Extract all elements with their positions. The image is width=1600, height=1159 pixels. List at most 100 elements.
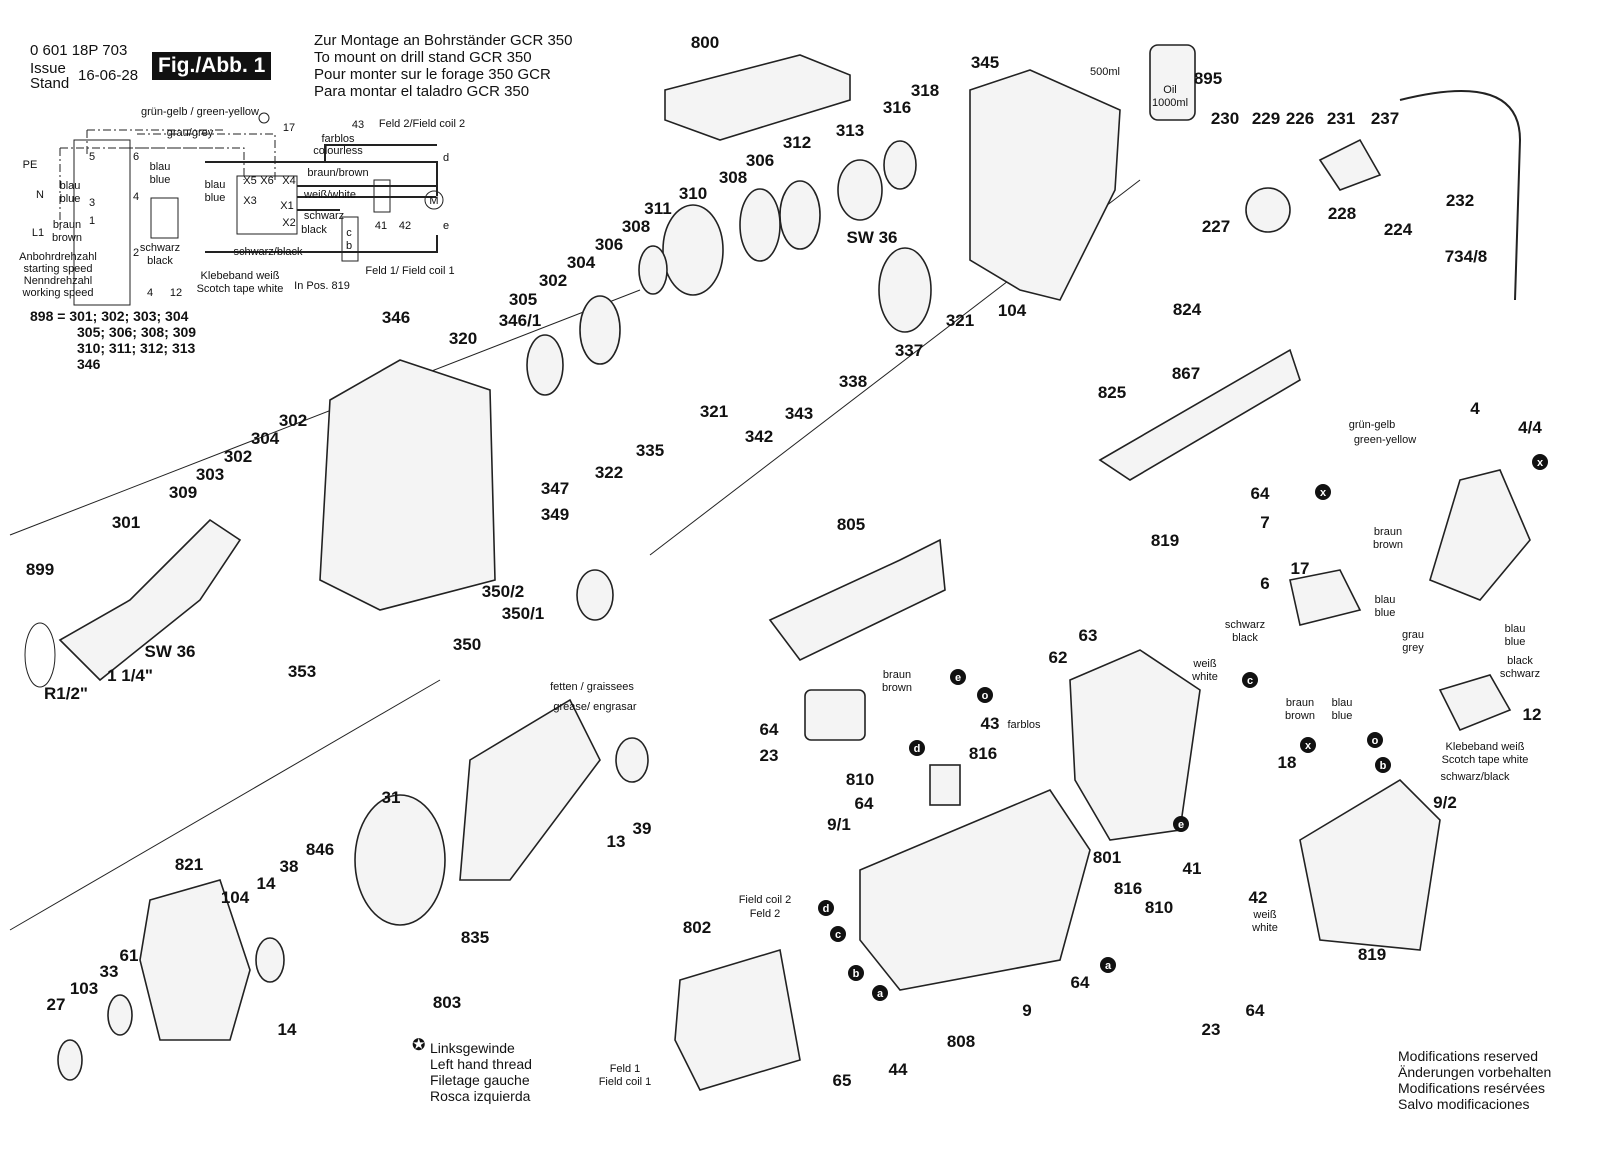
part-number-label: 846 xyxy=(306,840,334,859)
part-number-label: 302 xyxy=(224,447,252,466)
part-number-label: SW 36 xyxy=(846,228,897,247)
part-number-label: 803 xyxy=(433,993,461,1012)
part-number-label: 31 xyxy=(382,788,401,807)
mount-note: Zur Montage an Bohrständer GCR 350 To mo… xyxy=(314,32,572,100)
wiring-label: blue xyxy=(205,192,226,204)
wiring-label: e xyxy=(443,220,449,232)
connector-marker-icon xyxy=(830,926,846,942)
part-number-label: 899 xyxy=(26,560,54,579)
modifications-line: Änderungen vorbehalten xyxy=(1398,1064,1552,1080)
part-number-label: 350/2 xyxy=(482,582,525,601)
connector-marker-icon xyxy=(909,740,925,756)
part-number-label: 6 xyxy=(1260,574,1269,593)
part-number-label: 7 xyxy=(1260,513,1269,532)
annotation-label: weiß xyxy=(1192,658,1217,670)
part-number-label: 321 xyxy=(946,311,974,330)
annotation-label: white xyxy=(1191,671,1218,683)
annotation-label: blau xyxy=(1375,594,1396,606)
part-number-label: 62 xyxy=(1049,648,1068,667)
mount-line: Para montar el taladro GCR 350 xyxy=(314,83,530,100)
annotation-label: grey xyxy=(1402,642,1424,654)
connector-marker-letter: x xyxy=(1305,740,1312,752)
connector-marker-icon xyxy=(977,687,993,703)
part-number-label: 802 xyxy=(683,918,711,937)
annotation-label: blue xyxy=(1332,710,1353,722)
modifications-line: Modifications resérvées xyxy=(1398,1080,1546,1096)
part-number-label: 39 xyxy=(633,819,652,838)
annotation-label: farblos xyxy=(1007,719,1041,731)
part-number-label: 103 xyxy=(70,979,98,998)
annotation-label: Field coil 1 xyxy=(599,1076,652,1088)
annotation-label: brown xyxy=(882,682,912,694)
part-number-label: 14 xyxy=(278,1020,297,1039)
part-number-label: 230 xyxy=(1211,109,1239,128)
wiring-label: 1 xyxy=(89,215,95,227)
part-number-label: R1/2" xyxy=(44,684,88,703)
wiring-label: X5 xyxy=(243,175,256,187)
wiring-label: 3 xyxy=(89,197,95,209)
connector-marker-icon xyxy=(1532,454,1548,470)
part-number-label: 61 xyxy=(120,946,139,965)
annotation-label: white xyxy=(1251,922,1278,934)
mount-line: Pour monter sur le forage 350 GCR xyxy=(314,66,551,83)
annotation-label: braun xyxy=(1286,697,1314,709)
wiring-label: grau/grey xyxy=(167,127,214,139)
annotation-label: grease/ engrasar xyxy=(553,701,636,713)
annotation-label: 500ml xyxy=(1090,66,1120,78)
annotation-label: grau xyxy=(1402,629,1424,641)
part-number-label: 14 xyxy=(257,874,276,893)
part-number-label: 825 xyxy=(1098,383,1126,402)
part-number-label: 13 xyxy=(607,832,626,851)
wiring-label: grün-gelb / green-yellow xyxy=(141,106,259,118)
part-number-label: 311 xyxy=(644,199,671,218)
wiring-label: Nenndrehzahl xyxy=(24,275,93,287)
annotation-label: blau xyxy=(1505,623,1526,635)
part-number-label: 800 xyxy=(691,33,719,52)
part-number-label: 303 xyxy=(196,465,224,484)
connector-marker-icon xyxy=(872,985,888,1001)
part-number-label: 18 xyxy=(1278,753,1297,772)
part-number-label: 104 xyxy=(998,301,1027,320)
part-number-label: 64 xyxy=(855,794,874,813)
wiring-label: blue xyxy=(150,174,171,186)
kit-line: 305; 306; 308; 309 xyxy=(77,324,197,340)
part-number-label: 808 xyxy=(947,1032,975,1051)
annotation-label: green-yellow xyxy=(1354,434,1416,446)
wiring-label: brown xyxy=(52,232,82,244)
connector-marker-letter: d xyxy=(914,743,921,755)
part-number-labels: 8003458953183163133123063083103113083063… xyxy=(19,33,1548,1090)
wiring-label: X6 xyxy=(260,175,273,187)
mount-line: Zur Montage an Bohrständer GCR 350 xyxy=(314,32,573,49)
wiring-label: Feld 1/ Field coil 1 xyxy=(365,265,454,277)
wiring-label: blau xyxy=(150,161,171,173)
wiring-label: Scotch tape white xyxy=(197,283,284,295)
annotation-label: braun xyxy=(1374,526,1402,538)
mount-line: To mount on drill stand GCR 350 xyxy=(314,49,532,66)
part-number-label: 27 xyxy=(47,995,66,1014)
annotation-label: 1000ml xyxy=(1152,97,1188,109)
part-number-label: 44 xyxy=(889,1060,908,1079)
wiring-label: 17 xyxy=(283,122,295,134)
separator-line xyxy=(9,289,641,536)
part-number-label: 23 xyxy=(1202,1020,1221,1039)
issue-date: 16-06-28 xyxy=(78,67,139,84)
part-number-label: 304 xyxy=(251,429,280,448)
part-number-label: 4 xyxy=(1470,399,1480,418)
annotation-label: Klebeband weiß xyxy=(1446,741,1525,753)
wiring-label: 2 xyxy=(133,247,139,259)
annotation-label: Feld 1 xyxy=(610,1063,641,1075)
star-icon: ✪ xyxy=(412,1037,426,1054)
wiring-label: black xyxy=(301,224,327,236)
part-number-label: SW 36 xyxy=(144,642,195,661)
wiring-label: starting speed xyxy=(23,263,92,275)
part-number-label: 819 xyxy=(1358,945,1386,964)
part-number-label: 350/1 xyxy=(502,604,545,623)
annotation-label: blue xyxy=(1375,607,1396,619)
wiring-label: schwarz xyxy=(304,210,344,222)
wiring-label: 4 xyxy=(147,287,153,299)
part-number-label: 318 xyxy=(911,81,939,100)
connector-marker-icon xyxy=(1300,737,1316,753)
part-number-label: 65 xyxy=(833,1071,852,1090)
wiring-label: braun xyxy=(53,219,81,231)
part-number-label: 64 xyxy=(1251,484,1270,503)
